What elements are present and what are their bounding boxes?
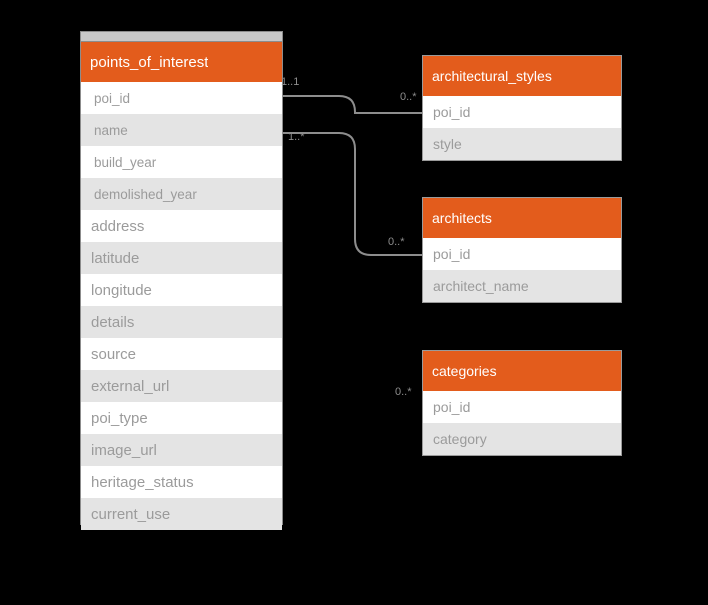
attribute-row[interactable]: address bbox=[81, 210, 282, 242]
attribute-row[interactable]: name bbox=[81, 114, 282, 146]
cardinality-label-poi-architects-source: 1..* bbox=[288, 131, 305, 143]
entity-header-categories[interactable]: categories bbox=[423, 351, 621, 391]
connector-poi-architectural-styles bbox=[283, 95, 422, 114]
cardinality-label-poi-architects-target: 0..* bbox=[388, 236, 405, 248]
attribute-row[interactable]: poi_id bbox=[423, 238, 621, 270]
entity-architects[interactable]: architects poi_id architect_name bbox=[422, 197, 622, 303]
attribute-row[interactable]: poi_type bbox=[81, 402, 282, 434]
entity-header-architects[interactable]: architects bbox=[423, 198, 621, 238]
entity-header-architectural-styles[interactable]: architectural_styles bbox=[423, 56, 621, 96]
attribute-row[interactable]: demolished_year bbox=[81, 178, 282, 210]
entity-title: categories bbox=[432, 363, 497, 379]
attribute-row[interactable]: build_year bbox=[81, 146, 282, 178]
cardinality-label-poi-categories-target: 0..* bbox=[395, 386, 412, 398]
cardinality-label-poi-architectural-styles-target: 0..* bbox=[400, 91, 417, 103]
attribute-row[interactable]: architect_name bbox=[423, 270, 621, 302]
attribute-row[interactable]: details bbox=[81, 306, 282, 338]
attribute-row[interactable]: poi_id bbox=[423, 391, 621, 423]
entity-title: architectural_styles bbox=[432, 68, 552, 84]
attribute-row[interactable]: source bbox=[81, 338, 282, 370]
cardinality-label-poi-architectural-styles-source: 1..1 bbox=[281, 76, 300, 88]
entity-header-points-of-interest[interactable]: points_of_interest bbox=[81, 42, 282, 82]
attribute-row[interactable]: style bbox=[423, 128, 621, 160]
entity-title: points_of_interest bbox=[90, 53, 209, 71]
connector-poi-architects bbox=[283, 132, 422, 256]
attribute-row[interactable]: longitude bbox=[81, 274, 282, 306]
attribute-row[interactable]: poi_id bbox=[423, 96, 621, 128]
attribute-row[interactable]: image_url bbox=[81, 434, 282, 466]
entity-select-bar[interactable] bbox=[81, 32, 282, 42]
entity-points-of-interest[interactable]: points_of_interest poi_id name build_yea… bbox=[80, 31, 283, 530]
attribute-row[interactable]: poi_id bbox=[81, 82, 282, 114]
entity-title: architects bbox=[432, 210, 492, 226]
entity-architectural-styles[interactable]: architectural_styles poi_id style bbox=[422, 55, 622, 161]
attribute-row[interactable]: category bbox=[423, 423, 621, 455]
entity-categories[interactable]: categories poi_id category bbox=[422, 350, 622, 456]
attribute-row[interactable]: heritage_status bbox=[81, 466, 282, 498]
attribute-row[interactable]: current_use bbox=[81, 498, 282, 530]
attribute-row[interactable]: latitude bbox=[81, 242, 282, 274]
attribute-row[interactable]: external_url bbox=[81, 370, 282, 402]
